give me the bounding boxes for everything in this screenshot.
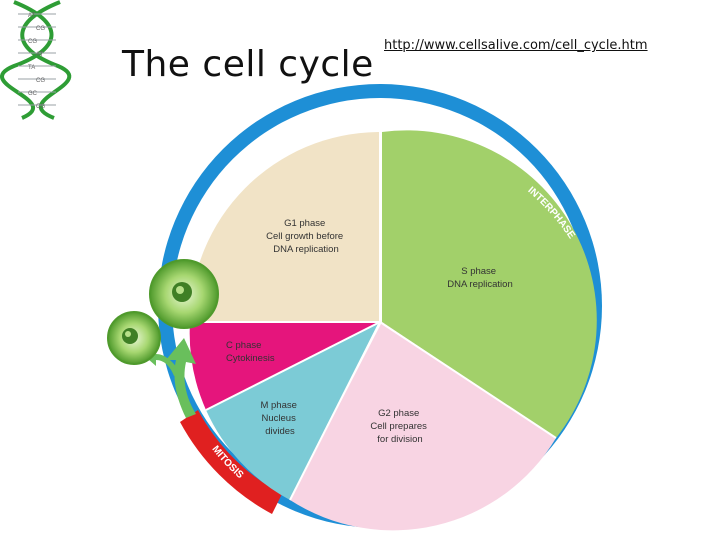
c-label: C phase Cytokinesis [226,340,275,364]
dna-base-pair-label: TA [28,65,35,71]
c-sector [189,322,380,410]
s-label: S phase DNA replication [447,266,512,290]
dna-base-pair-label: CG [36,26,45,32]
g2-label: G2 phase Cell prepares for division [370,408,429,445]
g1-sector [190,132,380,322]
s-sector [382,130,597,439]
m-label: M phase Nucleus divides [260,400,299,437]
dna-base-pair-label: AT [28,13,36,19]
dna-logo: AT CG CG AT TA CG GC CG [0,0,72,120]
dna-base-pair-label: CG [28,39,37,45]
mitosis-ring-segment [180,410,282,514]
dna-base-pair-label: AT [36,52,44,58]
slide-title: The cell cycle [122,44,374,85]
dna-base-pair-label: GC [28,91,38,97]
g2-sector [290,322,556,531]
daughter-cell-upper [149,259,219,329]
source-link[interactable]: http://www.cellsalive.com/cell_cycle.htm [384,38,648,53]
daughter-cell-lower [107,311,161,365]
m-sector [206,322,380,500]
dna-base-pair-label: CG [36,104,45,110]
g1-label: G1 phase Cell growth before DNA replicat… [266,218,346,255]
dna-base-pair-label: CG [36,78,45,84]
